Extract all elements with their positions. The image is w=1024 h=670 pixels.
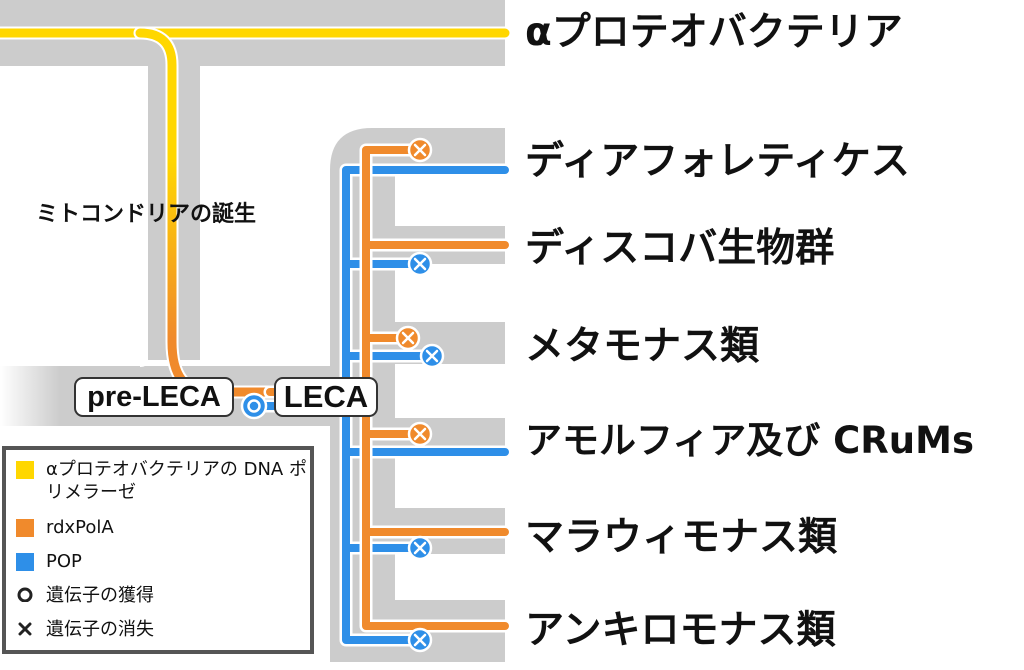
loss-marker-pop-malawimonadida bbox=[407, 535, 433, 561]
pop-lineage bbox=[253, 163, 512, 647]
pre-leca-label: pre-LECA bbox=[74, 377, 234, 417]
legend-item-rdxpola: rdxPolA bbox=[16, 516, 114, 539]
legend-item-pop: POP bbox=[16, 550, 82, 573]
band-outline bbox=[139, 66, 148, 367]
loss-marker-rdxpola-diaphoretickes bbox=[407, 137, 433, 163]
taxon-label-metamonada: メタモナス類 bbox=[525, 324, 760, 369]
legend-label-loss: 遺伝子の消失 bbox=[46, 619, 154, 640]
taxon-label-discoba: ディスコバ生物群 bbox=[525, 226, 835, 271]
taxon-label-diaphoretickes: ディアフォレティケス bbox=[525, 139, 910, 184]
loss-symbol-icon bbox=[16, 618, 34, 641]
legend-label-pop: POP bbox=[46, 551, 82, 572]
legend-label-rdxpola: rdxPolA bbox=[46, 517, 114, 538]
loss-marker-pop-discoba bbox=[407, 251, 433, 277]
taxon-label-malawimonadida: マラウィモナス類 bbox=[525, 515, 838, 560]
taxon-label-amorphea-crums: アモルフィア及び CRuMs bbox=[525, 419, 974, 462]
band-fade bbox=[0, 366, 60, 426]
legend-item-loss: 遺伝子の消失 bbox=[16, 618, 154, 641]
legend-swatch-yellow bbox=[16, 461, 34, 479]
gain-marker-pop bbox=[240, 392, 268, 420]
legend-item-gain: 遺伝子の獲得 bbox=[16, 584, 154, 607]
legend-item-alpha-dna-pol: αプロテオバクテリアの DNA ポリメラーゼ bbox=[16, 458, 316, 505]
gain-symbol-icon bbox=[16, 584, 34, 607]
legend-label-gain: 遺伝子の獲得 bbox=[46, 585, 154, 606]
legend-swatch-blue bbox=[16, 553, 34, 571]
legend-label-alpha-dna-pol: αプロテオバクテリアの DNA ポリメラーゼ bbox=[46, 459, 307, 504]
loss-marker-rdxpola-metamonada bbox=[395, 325, 421, 351]
loss-marker-pop-ancyromonadida bbox=[407, 627, 433, 653]
legend: αプロテオバクテリアの DNA ポリメラーゼ rdxPolA POP 遺伝子の獲… bbox=[2, 446, 314, 654]
mitochondria-origin-label: ミトコンドリアの誕生 bbox=[36, 202, 257, 227]
taxon-label-alphaproteobacteria: αプロテオバクテリア bbox=[525, 10, 903, 55]
taxon-label-ancyromonadida: アンキロモナス類 bbox=[525, 608, 836, 653]
loss-marker-rdxpola-amorphea bbox=[407, 421, 433, 447]
leca-label: LECA bbox=[274, 377, 378, 417]
legend-swatch-orange bbox=[16, 519, 34, 537]
loss-marker-pop-metamonada bbox=[419, 343, 445, 369]
loss-markers bbox=[395, 137, 445, 653]
